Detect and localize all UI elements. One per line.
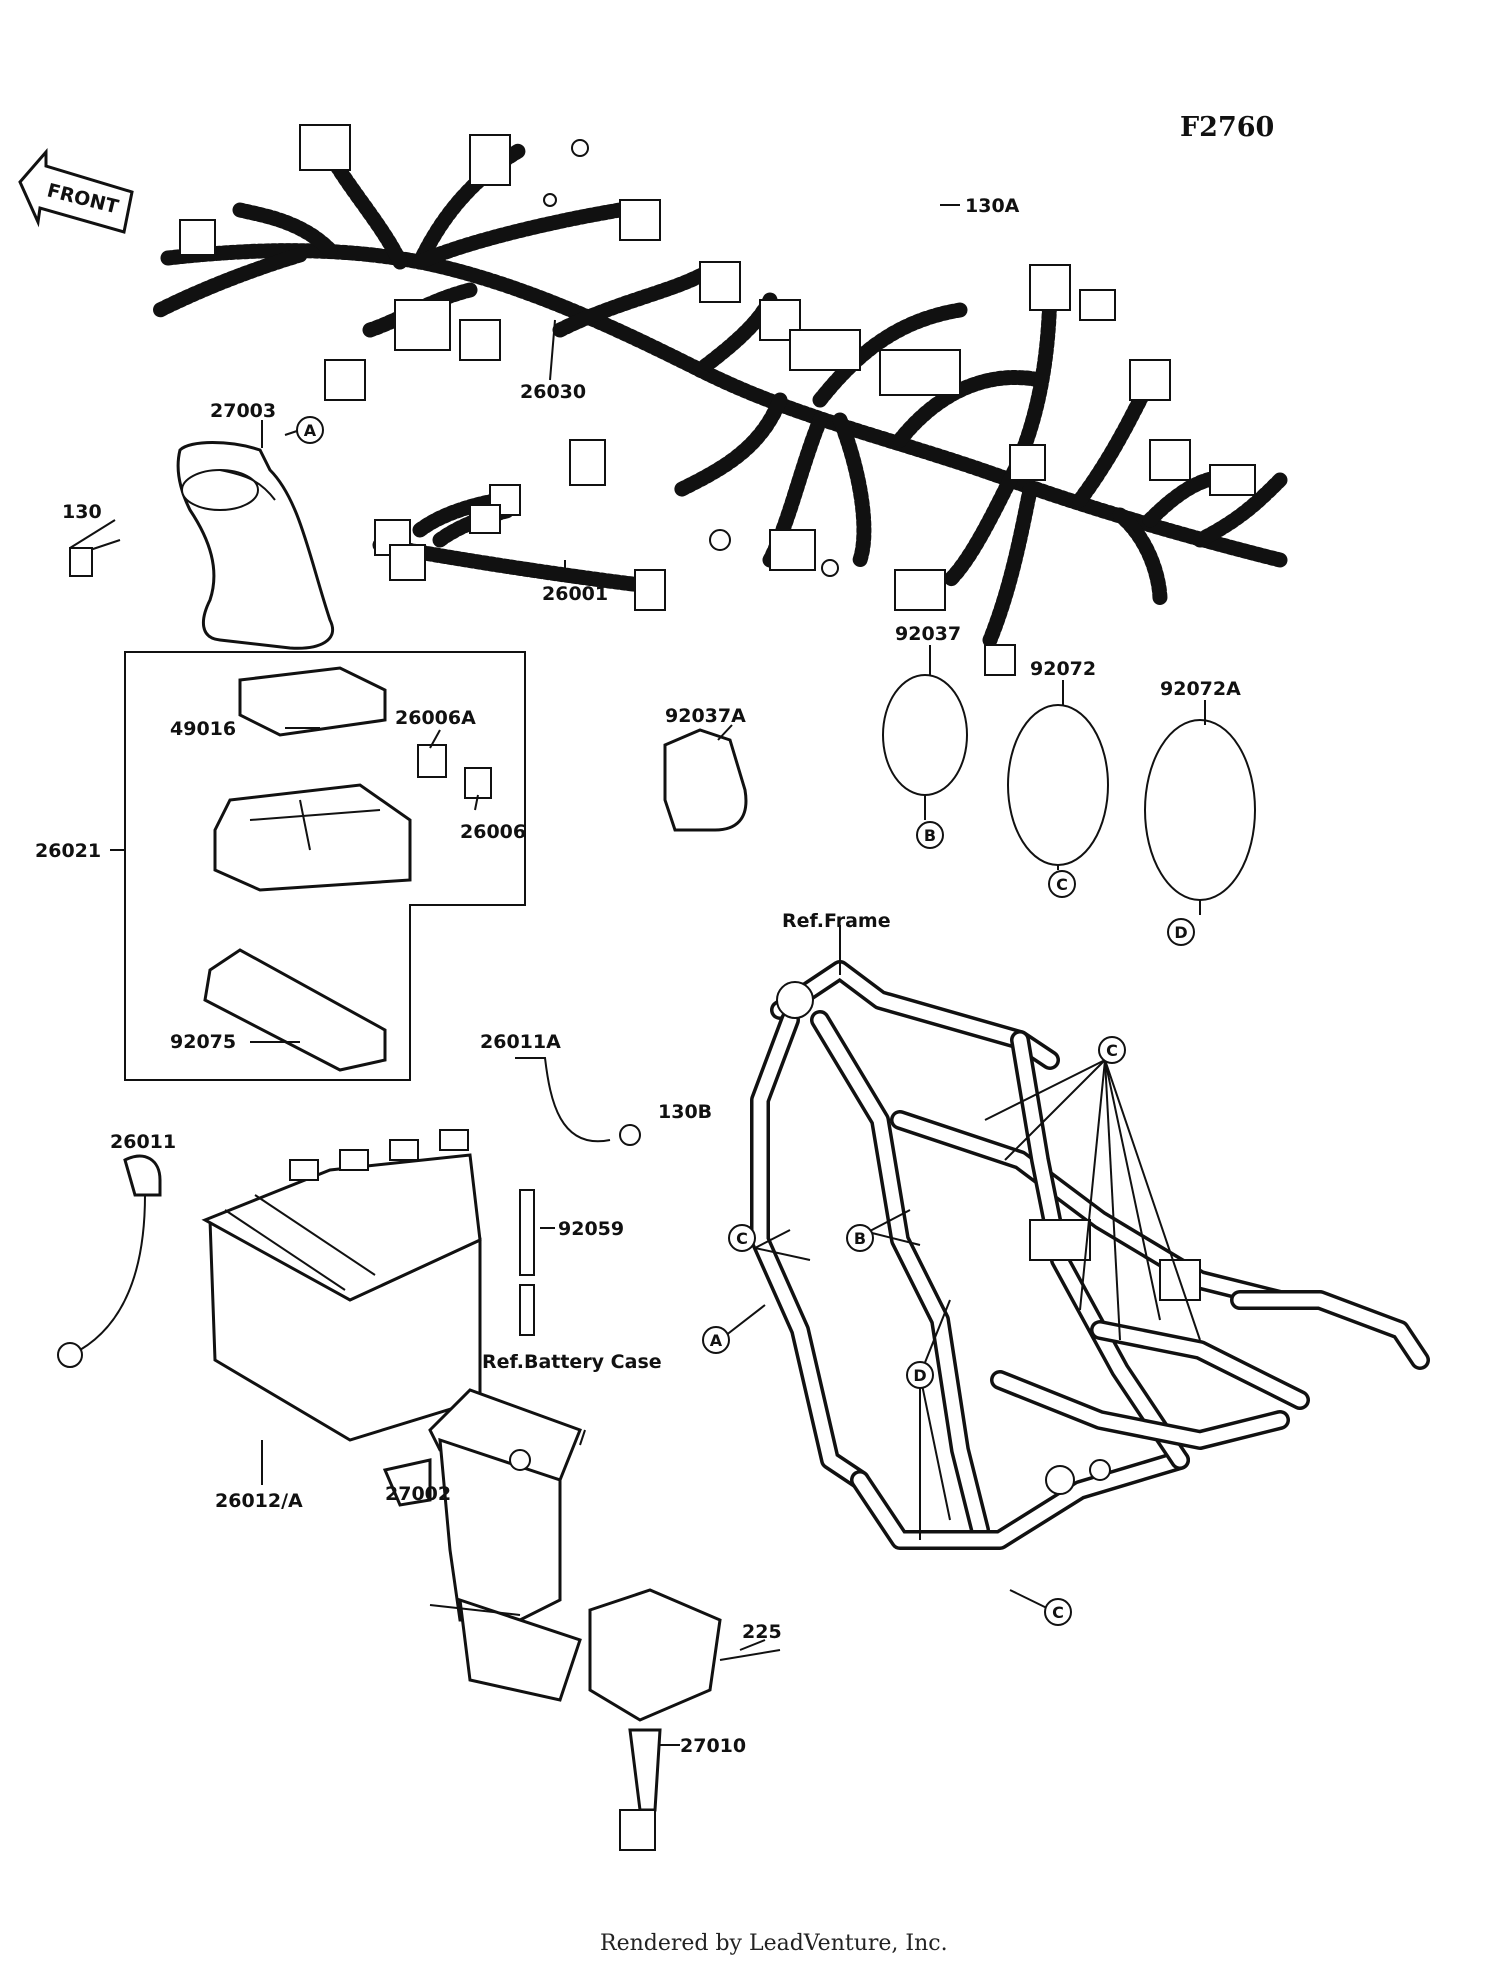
label-27010: 27010 [680,1735,746,1757]
leader-lines [69,204,1206,1746]
label-26012a: 26012/A [215,1490,303,1512]
callout-circles: A B C D C C B A D C [296,416,1195,1626]
callout-b-frame: B [854,1229,866,1248]
label-92037: 92037 [895,623,961,645]
front-arrow-icon: FRONT [18,147,134,234]
label-130a: 130A [965,195,1020,217]
label-26030: 26030 [520,381,586,403]
label-26001: 26001 [542,583,608,605]
label-26006: 26006 [460,821,526,843]
label-92072a: 92072A [1160,678,1241,700]
sub-harness [372,484,666,611]
callout-a-frame: A [710,1331,723,1350]
label-26011a: 26011A [480,1031,561,1053]
battery [201,1129,482,1442]
frame [750,960,1430,1550]
label-26006a: 26006A [395,707,476,729]
callout-c-frame-left: C [736,1229,748,1248]
battery-case [382,1388,781,1851]
callout-d-band: D [1174,923,1187,942]
horn [69,441,334,650]
callout-c-band: C [1056,875,1068,894]
label-92037a: 92037A [665,705,746,727]
label-ref-battery-case: Ref.Battery Case [482,1351,662,1373]
harness-connectors [179,124,1256,676]
label-49016: 49016 [170,718,236,740]
label-27002: 27002 [385,1483,451,1505]
part-92037a [663,728,748,832]
label-92075: 92075 [170,1031,236,1053]
callout-d-frame: D [913,1366,926,1385]
label-92059: 92059 [558,1218,624,1240]
battery-accessory-box [124,651,526,1081]
label-130b: 130B [658,1101,712,1123]
battery-cables [57,1057,641,1368]
label-130: 130 [62,501,102,523]
callout-c-frame-top: C [1106,1041,1118,1060]
footer-credit: Rendered by LeadVenture, Inc. [600,1931,948,1956]
callout-b-band: B [924,826,936,845]
diagram-code: F2760 [1180,112,1274,143]
label-ref-frame: Ref.Frame [782,910,891,932]
label-26011: 26011 [110,1131,176,1153]
label-225: 225 [742,1621,782,1643]
clamp-bands [882,674,1256,915]
label-26021: 26021 [35,840,101,862]
label-92072: 92072 [1030,658,1096,680]
part-number-labels: 26030 26001 27003 130 130A 130B 92037 92… [35,195,1241,1757]
callout-c-frame-bottom: C [1052,1603,1064,1622]
callout-a-horn: A [304,421,317,440]
label-27003: 27003 [210,400,276,422]
